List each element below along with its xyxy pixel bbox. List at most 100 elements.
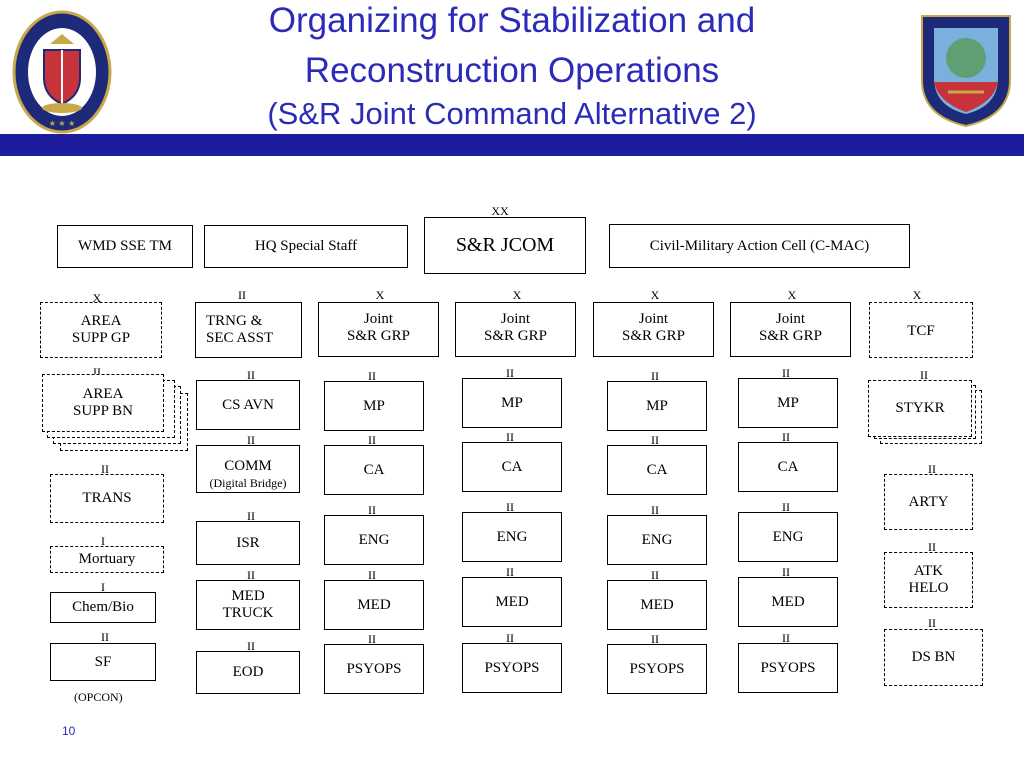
joint-sr-grp-4-line2: S&R GRP — [759, 328, 822, 344]
grp-1-unit-label: PSYOPS — [346, 661, 402, 677]
chem-bio-label: Chem/Bio — [72, 599, 134, 615]
tcf-label: TCF — [907, 323, 935, 339]
stykr-box: STYKR — [868, 380, 972, 437]
trans-box: TRANS — [50, 474, 164, 523]
title-line-1: Organizing for Stabilization and — [268, 1, 756, 40]
grp-4-unit-label: ENG — [772, 529, 804, 545]
trng-size: II — [238, 288, 246, 302]
sr-jcom-box: S&R JCOM — [424, 217, 586, 274]
cmac-label: Civil-Military Action Cell (C-MAC) — [649, 237, 870, 254]
grp-3-unit-label: CA — [646, 462, 668, 478]
grp-2-unit-label: MP — [501, 395, 523, 411]
chem-bio-box: Chem/Bio — [50, 592, 156, 623]
grp-1-unit-box: CA — [324, 445, 424, 495]
grp-3-unit-label: MED — [640, 597, 674, 613]
comm-label: COMM — [224, 458, 272, 474]
grp-1-unit-label: ENG — [358, 532, 390, 548]
eod-box: EOD — [196, 651, 300, 694]
grp-3-unit-4-size: II — [651, 568, 659, 582]
grp-2-unit-label: MED — [495, 594, 529, 610]
grp-3-unit-box: CA — [607, 445, 707, 495]
grp-1-unit-2-size: II — [368, 433, 376, 447]
grp-1-unit-label: CA — [363, 462, 385, 478]
joint-sr-grp-3-line2: S&R GRP — [622, 328, 685, 344]
opcon-note: (OPCON) — [74, 690, 123, 704]
grp-4-unit-label: PSYOPS — [760, 660, 816, 676]
cs-avn-size: II — [247, 368, 255, 382]
ndu-seal-icon: ★ ★ ★ — [12, 10, 112, 134]
sf-box: SF — [50, 643, 156, 681]
stykr-label: STYKR — [895, 400, 945, 416]
cs-avn-box: CS AVN — [196, 380, 300, 430]
atk-helo-size: II — [928, 540, 936, 554]
trng-sec-asst-line1: TRNG & — [206, 313, 263, 329]
grp-2-unit-box: MED — [462, 577, 562, 627]
area-supp-bn-line1: AREA — [82, 386, 124, 402]
trans-size: II — [101, 462, 109, 476]
mortuary-size: I — [101, 534, 105, 548]
cmac-box: Civil-Military Action Cell (C-MAC) — [609, 224, 910, 268]
grp-2-unit-label: ENG — [496, 529, 528, 545]
grp-1-unit-label: MED — [357, 597, 391, 613]
page-number: 10 — [62, 724, 76, 738]
jcom-size: XX — [491, 204, 509, 218]
grp-1-unit-label: MP — [363, 398, 385, 414]
area-supp-bn-box: AREA SUPP BN — [42, 374, 164, 432]
grp-3-unit-5-size: II — [651, 632, 659, 646]
grp-3-unit-label: ENG — [641, 532, 673, 548]
med-truck-line2: TRUCK — [222, 605, 274, 621]
grp-4-unit-box: MP — [738, 378, 838, 428]
grp-3-unit-box: PSYOPS — [607, 644, 707, 694]
trng-sec-asst-line2: SEC ASST — [206, 330, 274, 346]
grp-2-size: X — [512, 288, 522, 302]
mortuary-label: Mortuary — [78, 551, 136, 567]
area-supp-gp-box: AREA SUPP GP — [40, 302, 162, 358]
grp-2-unit-2-size: II — [506, 430, 514, 444]
grp-2-unit-label: PSYOPS — [484, 660, 540, 676]
grp-2-unit-label: CA — [501, 459, 523, 475]
atk-helo-line1: ATK — [913, 563, 944, 579]
joint-sr-grp-4-line1: Joint — [775, 311, 806, 327]
arty-label: ARTY — [908, 493, 949, 510]
grp-3-unit-1-size: II — [651, 369, 659, 383]
joint-sr-grp-2-line1: Joint — [500, 311, 531, 327]
grp-4-unit-1-size: II — [782, 366, 790, 380]
ds-bn-size: II — [928, 616, 936, 630]
ctnsp-seal-icon — [921, 15, 1011, 128]
grp-2-unit-box: MP — [462, 378, 562, 428]
grp-1-unit-3-size: II — [368, 503, 376, 517]
comm-sub-label: (Digital Bridge) — [209, 476, 287, 490]
atk-helo-line2: HELO — [908, 580, 949, 596]
joint-sr-grp-2-line2: S&R GRP — [484, 328, 547, 344]
trng-sec-asst-box: TRNG & SEC ASST — [195, 302, 302, 358]
title-line-2: Reconstruction Operations — [304, 51, 720, 90]
grp-4-unit-label: MP — [777, 395, 799, 411]
grp-4-unit-label: MED — [771, 594, 805, 610]
joint-sr-grp-3-line1: Joint — [638, 311, 669, 327]
grp-1-unit-5-size: II — [368, 632, 376, 646]
grp-3-unit-box: MP — [607, 381, 707, 431]
grp-3-unit-2-size: II — [651, 433, 659, 447]
grp-4-unit-box: CA — [738, 442, 838, 492]
grp-1-unit-box: MED — [324, 580, 424, 630]
grp-4-unit-4-size: II — [782, 565, 790, 579]
comm-box: COMM (Digital Bridge) — [196, 445, 300, 493]
ds-bn-box: DS BN — [884, 629, 983, 686]
grp-1-unit-4-size: II — [368, 568, 376, 582]
tcf-box: TCF — [869, 302, 973, 358]
grp-2-unit-box: PSYOPS — [462, 643, 562, 693]
area-supp-bn-line2: SUPP BN — [73, 403, 133, 419]
wmd-sse-tm-box: WMD SSE TM — [57, 225, 193, 268]
comm-size: II — [247, 433, 255, 447]
grp-4-unit-3-size: II — [782, 500, 790, 514]
svg-text:★ ★ ★: ★ ★ ★ — [49, 119, 76, 128]
grp-4-unit-label: CA — [777, 459, 799, 475]
grp-3-unit-box: ENG — [607, 515, 707, 565]
sf-size: II — [101, 630, 109, 644]
area-bn-size: II — [93, 365, 101, 379]
area-supp-gp-line1: AREA — [80, 313, 122, 329]
